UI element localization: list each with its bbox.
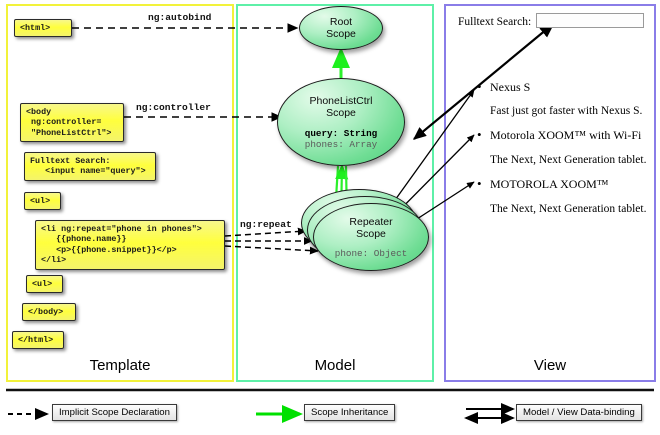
root-scope-ellipse: Root Scope bbox=[299, 6, 383, 50]
html-open-box: <html> bbox=[14, 19, 72, 38]
panel-label-template: Template bbox=[89, 357, 151, 374]
repeater-scope-prop-phone: phone: Object bbox=[334, 247, 408, 259]
phonelistctrl-scope-ellipse: PhoneListCtrl Scope query: String phones… bbox=[277, 78, 405, 166]
li-repeat-box: <li ng:repeat="phone in phones"> {{phone… bbox=[35, 220, 225, 270]
repeater-scope-ellipse: Repeater Scope phone: Object bbox=[313, 203, 429, 271]
panel-view: View bbox=[444, 4, 656, 382]
label-ng-controller: ng:controller bbox=[136, 102, 211, 113]
view-search-input[interactable] bbox=[536, 13, 644, 28]
ctrl-scope-title-2: Scope bbox=[326, 106, 356, 119]
body-close-box: </body> bbox=[22, 303, 76, 322]
view-item-snippet-0: Fast just got faster with Nexus S. bbox=[490, 105, 643, 117]
view-item-name-2: MOTOROLA XOOM™ bbox=[477, 176, 608, 192]
fulltext-search-box: Fulltext Search: <input name="query"> bbox=[24, 152, 156, 181]
view-item-name-0: Nexus S bbox=[477, 79, 530, 95]
legend-label-scope-inheritance: Scope Inheritance bbox=[304, 404, 396, 421]
panel-label-view: View bbox=[533, 357, 567, 374]
legend: Implicit Scope Declaration Scope Inherit… bbox=[0, 396, 660, 435]
legend-label-implicit-scope: Implicit Scope Declaration bbox=[52, 404, 177, 421]
view-item-snippet-2: The Next, Next Generation tablet. bbox=[490, 203, 647, 215]
ul-close-box: <ul> bbox=[26, 275, 63, 294]
repeater-scope-title-1: Repeater bbox=[349, 215, 393, 228]
body-controller-box: <body ng:controller= "PhoneListCtrl"> bbox=[20, 103, 124, 143]
ctrl-scope-prop-phones: phones: Array bbox=[304, 138, 378, 150]
panel-label-model: Model bbox=[314, 357, 356, 374]
ul-open-box: <ul> bbox=[24, 192, 61, 211]
repeater-scope-title-2: Scope bbox=[356, 227, 386, 240]
root-scope-title-1: Root bbox=[329, 16, 353, 28]
label-ng-autobind: ng:autobind bbox=[148, 12, 212, 23]
view-item-name-1: Motorola XOOM™ with Wi-Fi bbox=[477, 127, 641, 143]
ctrl-scope-prop-query: query: String bbox=[304, 127, 378, 139]
legend-label-data-binding: Model / View Data-binding bbox=[516, 404, 642, 421]
legend-arrows bbox=[8, 403, 515, 424]
root-scope-title-2: Scope bbox=[326, 28, 356, 40]
html-close-box: </html> bbox=[12, 331, 64, 350]
view-search-label: Fulltext Search: bbox=[458, 16, 532, 28]
label-ng-repeat: ng:repeat bbox=[240, 219, 292, 230]
view-item-snippet-1: The Next, Next Generation tablet. bbox=[490, 154, 647, 166]
ctrl-scope-title-1: PhoneListCtrl bbox=[309, 94, 373, 107]
